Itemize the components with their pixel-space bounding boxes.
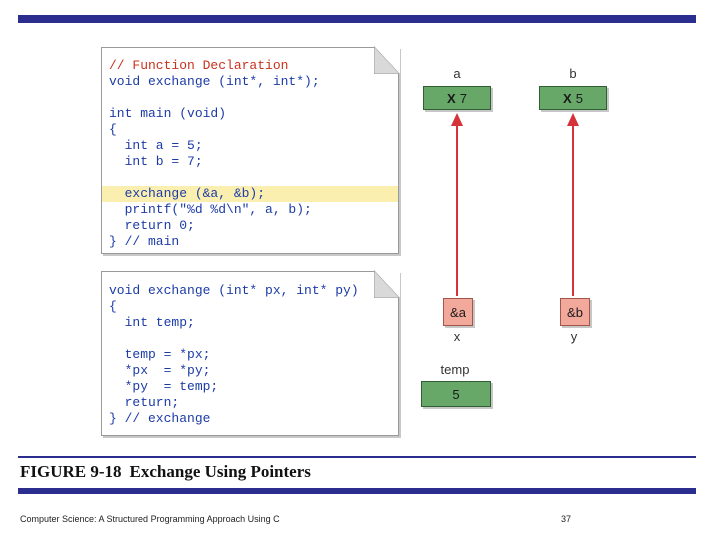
variable-a-label: a	[453, 66, 461, 81]
code-line: temp = *px;	[109, 347, 211, 362]
code-line: int a = 5;	[109, 138, 203, 153]
code-line: int b = 7;	[109, 154, 203, 169]
crossed-out-value-icon: X	[447, 90, 456, 106]
code-line: *px = *py;	[109, 363, 211, 378]
variable-temp-label: temp	[440, 362, 470, 377]
code-line: void exchange (int* px, int* py)	[109, 283, 359, 298]
code-line: } // main	[109, 234, 180, 249]
variable-temp-box: 5	[421, 381, 491, 407]
py-arrowhead	[567, 113, 579, 126]
book-title: Computer Science: A Structured Programmi…	[20, 514, 280, 524]
code-line: int temp;	[109, 315, 195, 330]
px-arrowhead	[451, 113, 463, 126]
pointer-py-label: y	[570, 329, 578, 344]
code-line: void exchange (int*, int*);	[109, 74, 320, 89]
page-fold-icon	[374, 46, 400, 74]
pointer-px-label: x	[453, 329, 461, 344]
figure-title: Exchange Using Pointers	[129, 462, 311, 481]
code-line: // Function Declaration	[109, 58, 289, 73]
top-rule	[18, 15, 696, 23]
code-line: {	[109, 122, 117, 137]
crossed-out-value-icon: X	[563, 90, 572, 106]
page-number: 37	[561, 514, 572, 524]
code-line	[102, 331, 398, 347]
code-line: {	[109, 299, 117, 314]
code-line: int main (void)	[109, 106, 227, 121]
bottom-rule	[18, 488, 696, 494]
code-line	[102, 170, 398, 186]
figure-caption: FIGURE 9-18 Exchange Using Pointers	[20, 462, 311, 482]
code-line: exchange (&a, &b);	[102, 186, 398, 202]
code-line: return 0;	[109, 218, 195, 233]
pointer-py-box: &b	[560, 298, 590, 326]
page-fold-icon	[374, 270, 400, 298]
variable-b-label: b	[569, 66, 577, 81]
code-line: *py = temp;	[109, 379, 219, 394]
code-line: } // exchange	[109, 411, 211, 426]
variable-a-value: 7	[459, 90, 467, 106]
exchange-code-page: void exchange (int* px, int* py){ int te…	[101, 270, 400, 436]
variable-b-value: 5	[575, 90, 583, 106]
code-line: return;	[109, 395, 180, 410]
figure-number: FIGURE 9-18	[20, 462, 122, 481]
code-line: printf("%d %d\n", a, b);	[109, 202, 312, 217]
pointer-px-box: &a	[443, 298, 473, 326]
variable-b-box: X 5	[539, 86, 607, 110]
caption-rule	[18, 456, 696, 458]
exchange-code-listing: void exchange (int* px, int* py){ int te…	[102, 283, 398, 427]
code-line	[102, 90, 398, 106]
variable-a-box: X 7	[423, 86, 491, 110]
